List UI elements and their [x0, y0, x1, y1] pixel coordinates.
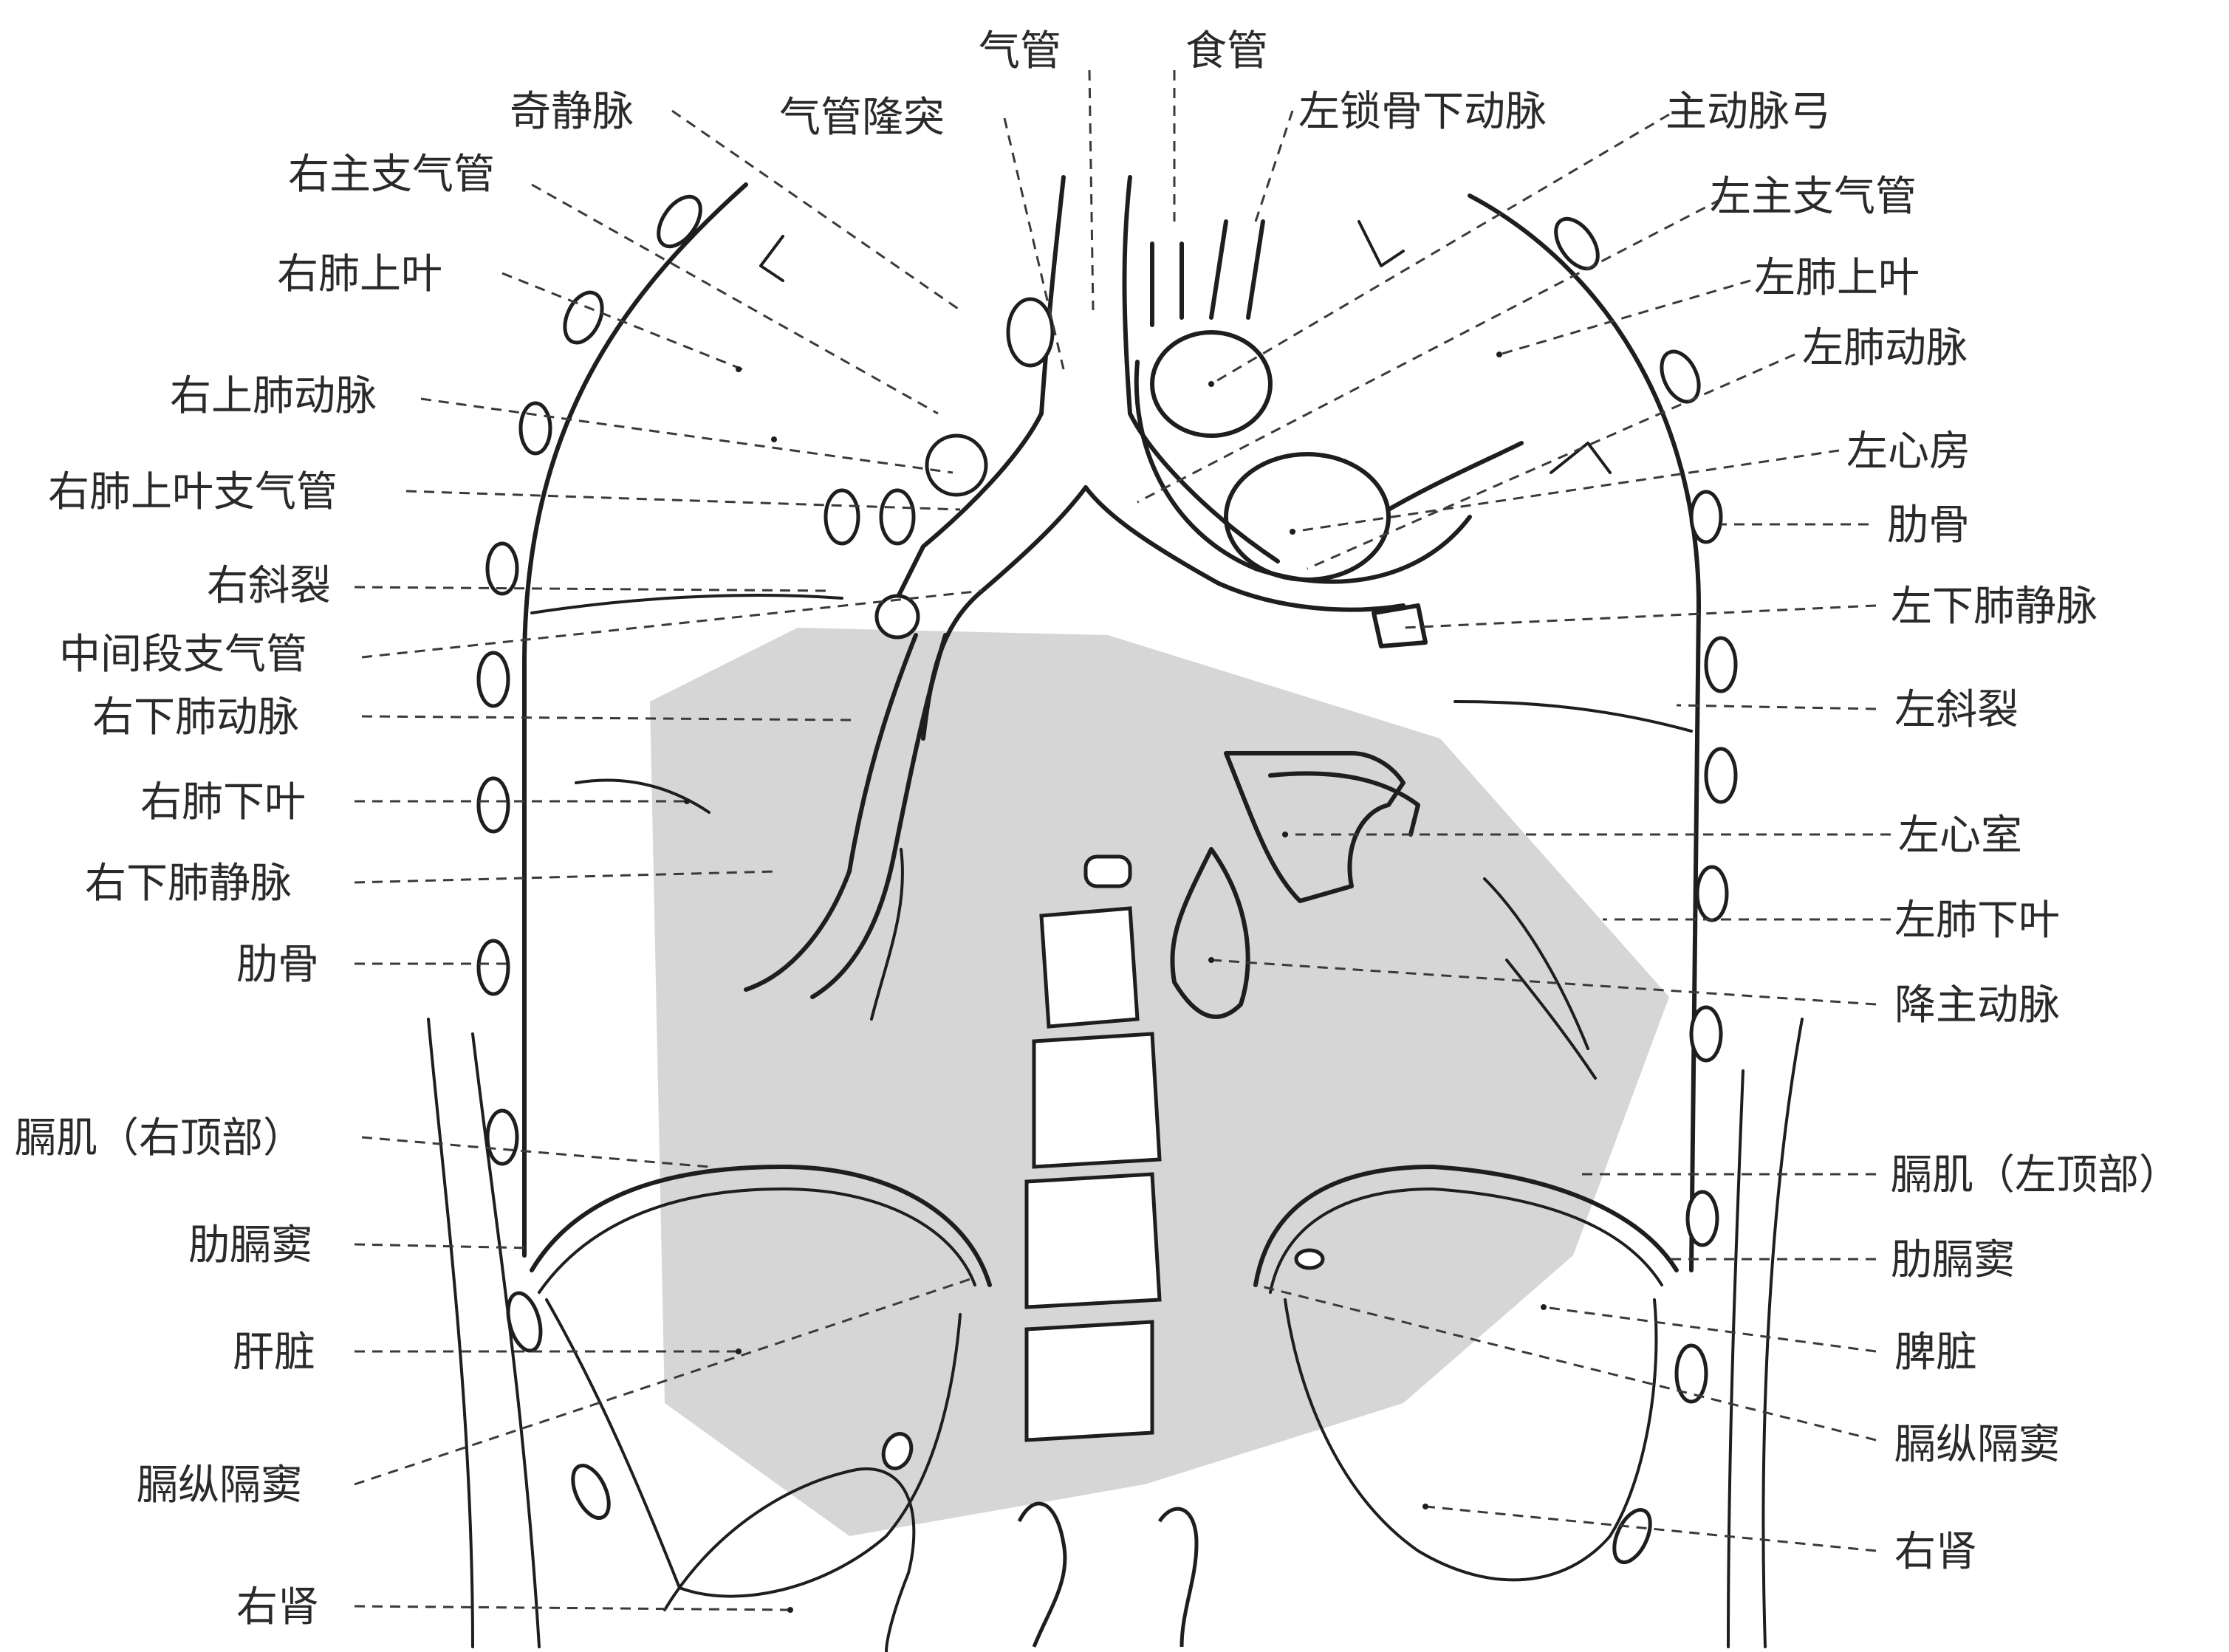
label-phrenicomediastinal-right: 膈纵隔窦 [137, 1461, 302, 1509]
label-left-atrium: 左心房 [1846, 428, 1971, 476]
label-left-pulmonary-artery: 左肺动脉 [1802, 324, 1968, 372]
label-rib-left: 肋骨 [1887, 501, 1970, 549]
label-left-lower-lobe: 左肺下叶 [1894, 897, 2060, 945]
label-left-oblique-fissure: 左斜裂 [1894, 686, 2019, 734]
label-spleen: 脾脏 [1894, 1329, 1977, 1377]
label-right-oblique-fissure: 右斜裂 [207, 562, 331, 610]
label-esophagus: 食管 [1185, 27, 1268, 75]
label-left-upper-lobe: 左肺上叶 [1754, 254, 1920, 302]
label-costophrenic-left: 肋膈窦 [1891, 1236, 2015, 1284]
label-right-lower-pulmonary-vein: 右下肺静脉 [85, 860, 292, 908]
label-diaphragm-right: 膈肌（右顶部） [15, 1114, 304, 1162]
label-kidney-left-side: 右肾 [1894, 1528, 1977, 1576]
label-left-subclavian-artery: 左锁骨下动脉 [1298, 88, 1547, 136]
label-azygos-vein: 奇静脉 [510, 88, 634, 136]
watermark-band [650, 628, 1669, 1536]
label-right-lower-pulmonary-artery: 右下肺动脉 [92, 693, 299, 741]
great-vessels [1152, 222, 1263, 325]
label-right-main-bronchus: 右主支气管 [288, 151, 495, 199]
label-descending-aorta: 降主动脉 [1894, 981, 2060, 1029]
label-carina: 气管隆突 [779, 94, 945, 142]
label-right-upper-pulmonary-artery: 右上肺动脉 [170, 372, 377, 420]
label-right-lower-lobe: 右肺下叶 [140, 778, 306, 826]
left-atrium-shape [1226, 454, 1389, 580]
label-right-upper-lobe: 右肺上叶 [277, 250, 442, 298]
label-trachea: 气管 [979, 27, 1061, 75]
label-right-upper-lobe-bronchus: 右肺上叶支气管 [48, 468, 338, 516]
label-liver: 肝脏 [233, 1329, 315, 1377]
label-diaphragm-left: 膈肌（左顶部） [1891, 1151, 2180, 1199]
label-intermediate-bronchus: 中间段支气管 [59, 631, 307, 679]
label-aortic-arch: 主动脉弓 [1665, 88, 1831, 136]
label-left-main-bronchus: 左主支气管 [1710, 173, 1917, 221]
label-rib-right-lower: 肋骨 [236, 941, 319, 989]
label-left-ventricle: 左心室 [1898, 812, 2022, 860]
label-left-inferior-pulmonary-vein: 左下肺静脉 [1891, 583, 2098, 631]
label-right-kidney: 右肾 [236, 1583, 319, 1631]
label-costophrenic-right: 肋膈窦 [188, 1221, 312, 1269]
label-phrenicomediastinal-left: 膈纵隔窦 [1894, 1421, 2060, 1469]
